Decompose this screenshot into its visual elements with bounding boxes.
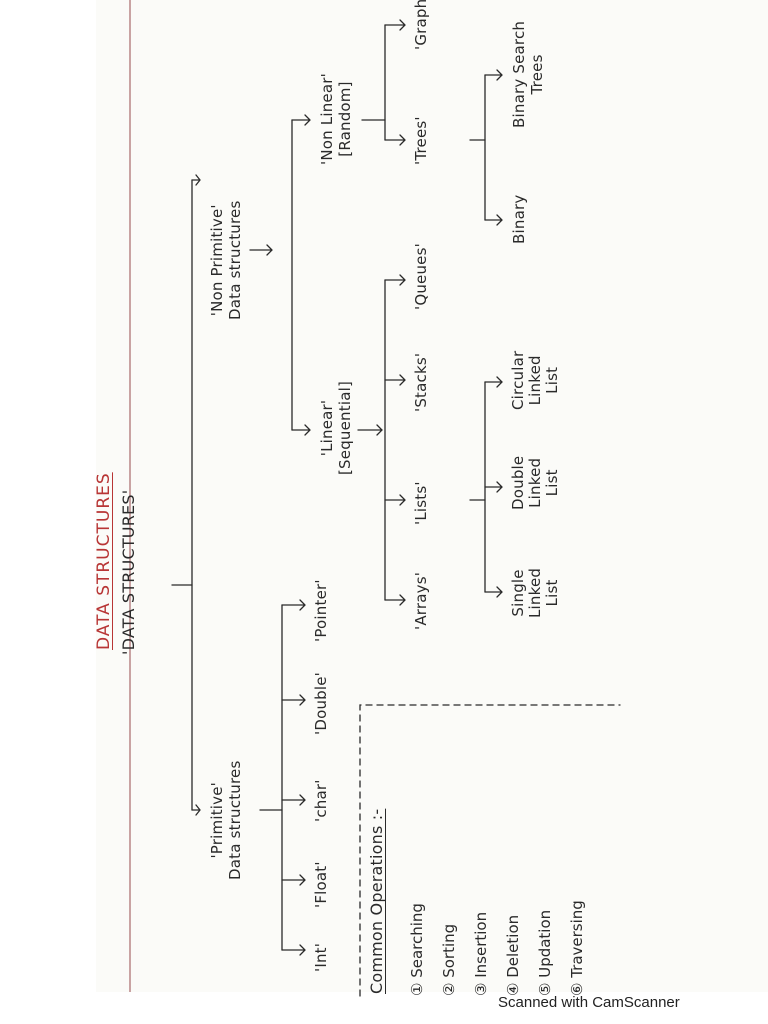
stacks-node: 'Stacks' [412, 352, 430, 412]
double-linked-list: Double Linked List [509, 455, 561, 510]
operation-item: ③ Insertion [472, 911, 490, 996]
margin-line [129, 0, 131, 992]
operation-item: ⑤ Updation [536, 909, 554, 996]
graph-node: 'Graph' [412, 0, 430, 50]
operation-item: ④ Deletion [504, 914, 522, 996]
operations-dashed-border [359, 704, 621, 997]
connector-lines [171, 19, 621, 997]
root-node: 'DATA STRUCTURES' [119, 489, 138, 655]
type-int: 'Int' [312, 942, 330, 972]
binary-tree: Binary [510, 194, 528, 244]
operation-item: ① Searching [408, 903, 426, 996]
binary-search-trees: Binary Search Trees [510, 20, 546, 128]
page-title: DATA STRUCTURES [94, 472, 114, 650]
single-linked-list: Single Linked List [509, 567, 561, 618]
type-double: 'Double' [312, 672, 330, 735]
scanner-watermark: Scanned with CamScanner [498, 994, 680, 1011]
operation-item: ② Sorting [440, 923, 458, 996]
operation-item: ⑥ Traversing [568, 900, 586, 996]
circular-linked-list: Circular Linked List [509, 350, 561, 410]
trees-node: 'Trees' [412, 116, 430, 165]
arrays-node: 'Arrays' [412, 571, 430, 630]
type-pointer: 'Pointer' [312, 579, 330, 642]
notebook-paper [96, 0, 768, 992]
linear-node: 'Linear' [Sequential] [318, 380, 354, 475]
type-char: 'char' [312, 779, 330, 822]
type-float: 'Float' [312, 861, 330, 908]
queues-node: 'Queues' [412, 243, 430, 310]
non-primitive-node: 'Non Primitive' Data structures [208, 200, 244, 320]
operations-title: Common Operations :- [367, 808, 386, 994]
primitive-node: 'Primitive' Data structures [208, 760, 244, 880]
diagram-canvas: DATA STRUCTURES 'DATA STRUCTURES' 'Primi… [94, 0, 640, 1000]
non-linear-node: 'Non Linear' [Random] [318, 73, 354, 165]
lists-node: 'Lists' [412, 481, 430, 525]
